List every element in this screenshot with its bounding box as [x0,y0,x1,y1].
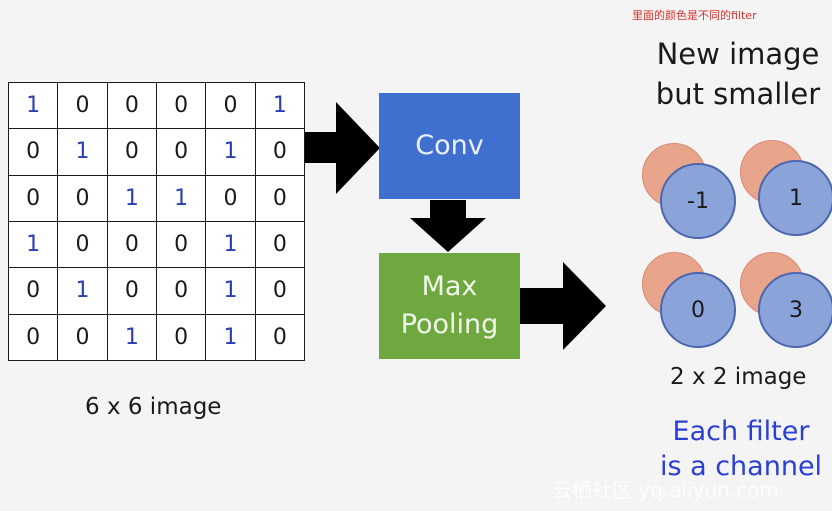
matrix-cell: 0 [57,174,108,222]
output-cell-0: -1 [642,143,742,239]
matrix-cell: 0 [106,128,157,176]
output-cell-1: 1 [740,140,832,236]
matrix-cell: 0 [7,174,59,222]
channel-note-line1: Each filter [672,416,810,447]
input-caption: 6 x 6 image [85,394,222,420]
matrix-cell: 0 [57,81,108,130]
matrix-cell: 0 [57,220,108,269]
arrow-conv-to-maxpool [410,200,486,252]
matrix-cell: 0 [57,313,108,362]
output-cell-3: 3 [740,252,832,348]
new-image-title: New image but smaller [648,37,828,111]
matrix-cell: 1 [57,267,108,315]
matrix-cell: 0 [205,174,256,222]
maxpool-label-line1: Max [421,271,478,303]
output-cell-2: 0 [642,252,742,348]
output-caption: 2 x 2 image [670,364,807,390]
matrix-cell: 1 [7,81,59,130]
matrix-cell: 0 [106,267,157,315]
matrix-cell: 0 [155,267,207,315]
output-value-0: -1 [660,163,736,239]
matrix-cell: 1 [7,220,59,269]
conv-block: Conv [379,93,520,199]
channel-note-line2: is a channel [659,451,823,482]
matrix-cell: 0 [254,313,306,362]
channel-note: Each filter is a channel [650,416,832,482]
matrix-cell: 1 [155,174,207,222]
matrix-cell: 0 [205,81,256,130]
new-image-title-line2: but smaller [655,77,821,111]
arrow-maxpool-to-output [520,262,606,350]
matrix-cell: 0 [254,174,306,222]
matrix-cell: 1 [205,313,256,362]
filter-color-note: 里面的颜色是不同的filter [632,9,757,22]
conv-label: Conv [415,130,484,162]
matrix-cell: 0 [106,81,157,130]
matrix-cell: 1 [205,128,256,176]
matrix-cell: 0 [155,128,207,176]
output-value-1: 1 [758,160,832,236]
maxpool-label-line2: Pooling [400,309,499,340]
matrix-cell: 1 [205,267,256,315]
matrix-cell: 0 [7,313,59,362]
watermark: 云栖社区 yq.aliyun.com [552,478,779,502]
arrow-grid-to-conv [305,102,380,194]
output-value-2: 0 [660,272,736,348]
matrix-cell: 1 [205,220,256,269]
matrix-cell: 0 [155,313,207,362]
matrix-cell: 0 [7,128,59,176]
matrix-cell: 1 [106,313,157,362]
output-value-3: 3 [758,272,832,348]
maxpool-block: Max Pooling [379,253,520,359]
matrix-cell: 0 [155,220,207,269]
new-image-title-line1: New image [656,37,820,71]
matrix-cell: 1 [254,81,306,130]
matrix-cell: 0 [254,128,306,176]
matrix-cell: 0 [254,220,306,269]
